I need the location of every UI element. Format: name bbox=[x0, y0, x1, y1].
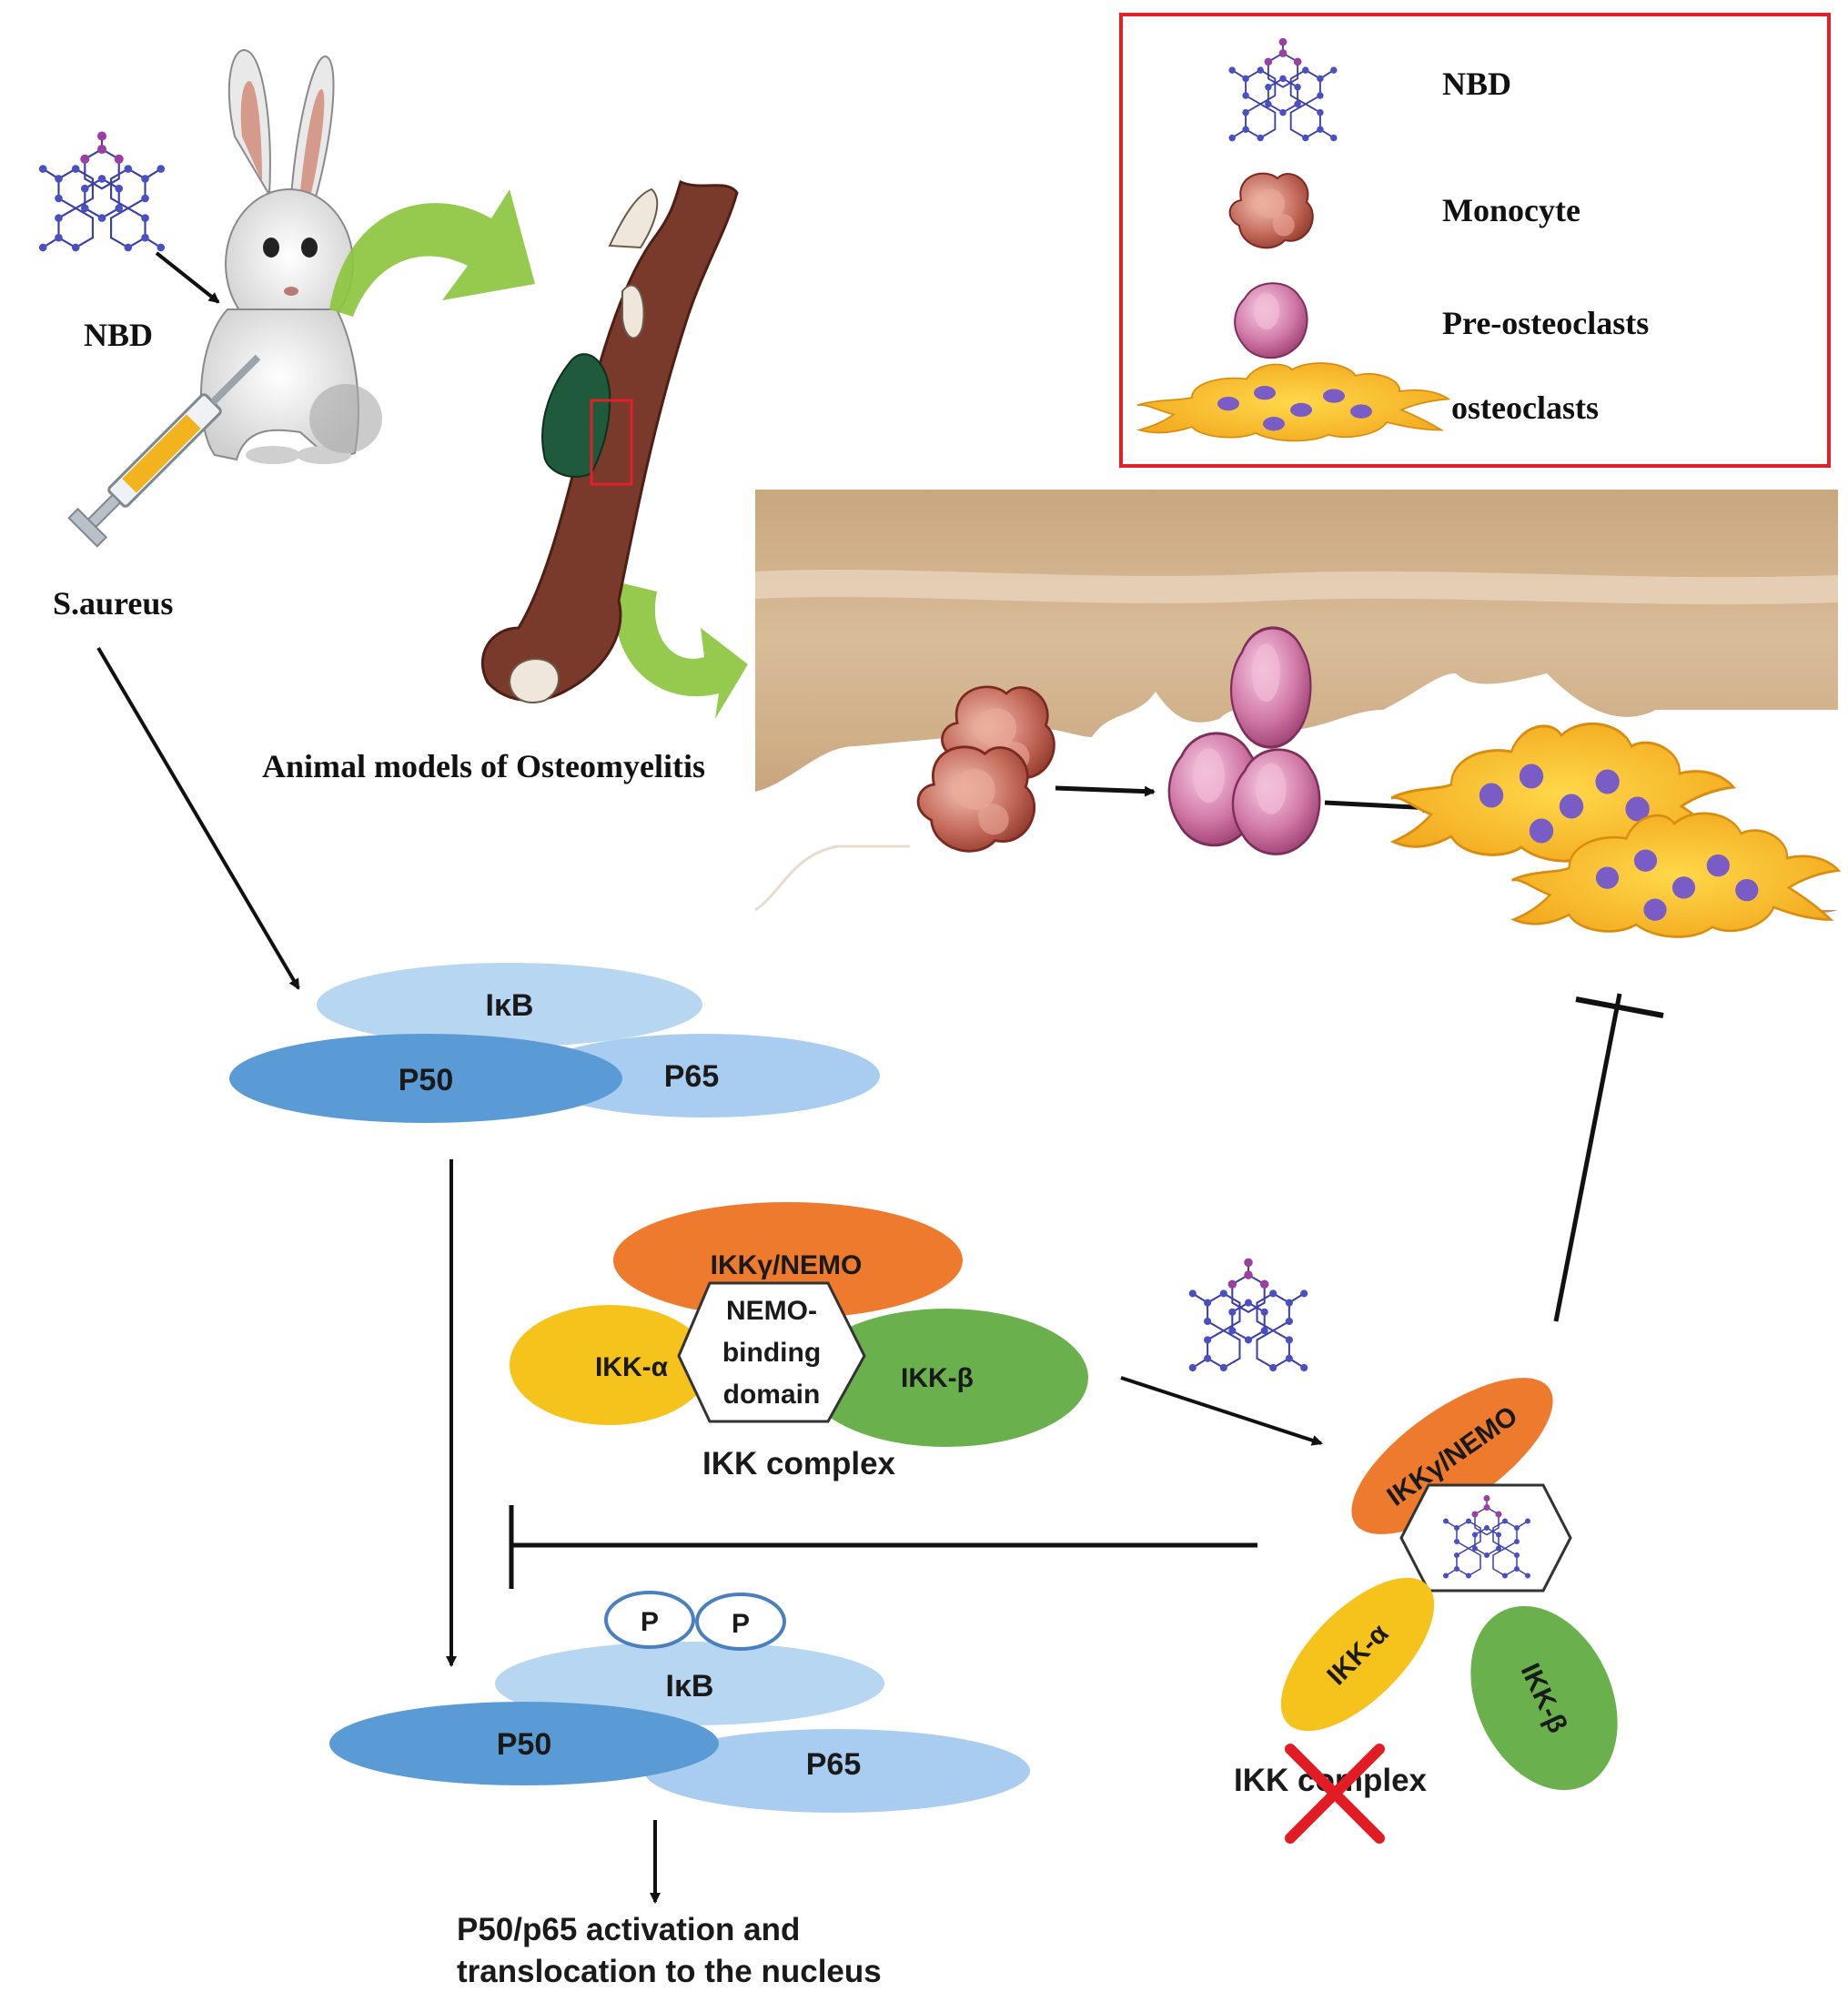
nfkb-p65-label: P65 bbox=[664, 1059, 720, 1094]
blocked-ikk-gamma-shape bbox=[1351, 1378, 1553, 1534]
rabbit-paw-left bbox=[246, 446, 300, 464]
blocked-nemo-binding-hexagon bbox=[1399, 1483, 1572, 1593]
legend-label-monocyte: Monocyte bbox=[1442, 192, 1580, 228]
nemo-binding-label-line1: NEMO- bbox=[726, 1296, 817, 1326]
ikk-alpha-shape bbox=[510, 1305, 710, 1425]
legend-label-nbd: NBD bbox=[1442, 66, 1511, 102]
ikk-beta-shape bbox=[804, 1309, 1088, 1447]
active-p50-shape bbox=[329, 1702, 719, 1785]
femur-illustration bbox=[480, 179, 739, 703]
ikk-complex-blocked: IKKγ/NEMO IKK-α IKK-β IKK complex bbox=[1234, 1378, 1618, 1844]
ikk-alpha-label: IKK-α bbox=[595, 1352, 669, 1382]
rabbit-ear-right-inner bbox=[300, 88, 325, 193]
nfkb-active-complex: P P IκB P50 P65 bbox=[329, 1591, 1030, 1813]
nfkb-ikb-shape bbox=[317, 963, 702, 1047]
nfkb-p50-label: P50 bbox=[399, 1063, 454, 1097]
nfkb-p50-shape bbox=[229, 1034, 622, 1123]
ikk-to-blocked-arrow bbox=[1120, 1376, 1323, 1446]
rabbit-illustration bbox=[199, 49, 382, 464]
inhibition-bar-vertical bbox=[1575, 996, 1664, 1018]
legend-label-osteoclasts: osteoclasts bbox=[1451, 389, 1599, 426]
outcome-line2: translocation to the nucleus bbox=[457, 1954, 882, 1989]
active-p50-label: P50 bbox=[497, 1727, 552, 1762]
nemo-binding-label-line2: binding bbox=[722, 1338, 821, 1368]
ikk-gamma-label: IKKγ/NEMO bbox=[711, 1250, 863, 1280]
legend-label-pre-osteoclasts: Pre-osteoclasts bbox=[1442, 305, 1649, 341]
nbd-molecule-icon bbox=[1187, 1257, 1309, 1373]
nemo-binding-domain-hexagon bbox=[677, 1281, 866, 1423]
inhibition-line-vertical bbox=[1553, 993, 1622, 1322]
animal-models-label: Animal models of Osteomyelitis bbox=[262, 748, 705, 784]
monocyte-icon bbox=[1228, 172, 1314, 249]
syringe-icon bbox=[67, 354, 261, 548]
rabbit-nose bbox=[284, 287, 298, 296]
s-aureus-label: S.aureus bbox=[53, 585, 173, 622]
active-ikb-label: IκB bbox=[666, 1669, 714, 1704]
outcome-line1: P50/p65 activation and bbox=[457, 1912, 800, 1947]
ikk-complex-caption: IKK complex bbox=[702, 1446, 896, 1481]
active-p65-label: P65 bbox=[806, 1747, 862, 1782]
phospho-label-1: P bbox=[641, 1607, 659, 1637]
rabbit-eye-right bbox=[301, 238, 318, 258]
nfkb-ikb-label: IκB bbox=[486, 988, 534, 1023]
legend-box: NBD Monocyte Pre-osteoclasts osteoclasts bbox=[1119, 13, 1831, 468]
rabbit-eye-left bbox=[263, 238, 279, 258]
s-aureus-to-nfkb-arrow bbox=[96, 646, 300, 990]
nemo-binding-label-line3: domain bbox=[723, 1380, 821, 1410]
nbd-label: NBD bbox=[84, 317, 153, 353]
active-p65-shape bbox=[644, 1729, 1030, 1813]
cross-icon bbox=[1285, 1744, 1385, 1844]
ikk-gamma-shape bbox=[613, 1202, 963, 1319]
femur-inset-marker bbox=[590, 399, 633, 486]
nfkb-inactive-complex: IκB P50 P65 bbox=[229, 963, 880, 1123]
blocked-ikk-beta-shape bbox=[1470, 1605, 1618, 1791]
ikk-beta-label: IKK-β bbox=[901, 1363, 974, 1393]
rabbit-ear-left-inner bbox=[240, 81, 262, 182]
phospho-circle-1 bbox=[604, 1591, 695, 1649]
green-curved-arrow-bottom bbox=[615, 582, 748, 719]
nfkb-p65-shape bbox=[530, 1034, 880, 1117]
phospho-circle-2 bbox=[695, 1593, 786, 1651]
bone-monocyte-2 bbox=[916, 745, 1036, 853]
green-curved-arrow-top bbox=[329, 189, 535, 317]
rabbit-haunch bbox=[309, 384, 382, 453]
phospho-label-2: P bbox=[732, 1609, 750, 1639]
monocyte-to-pre-arrow bbox=[1055, 785, 1156, 797]
blocked-ikk-alpha-shape bbox=[1280, 1577, 1435, 1732]
nbd-to-rabbit-arrow bbox=[155, 251, 220, 304]
nbd-molecule-icon bbox=[37, 130, 167, 253]
ikk-complex-active: IKKγ/NEMO IKK-α IKK-β NEMO- binding doma… bbox=[510, 1202, 1088, 1481]
